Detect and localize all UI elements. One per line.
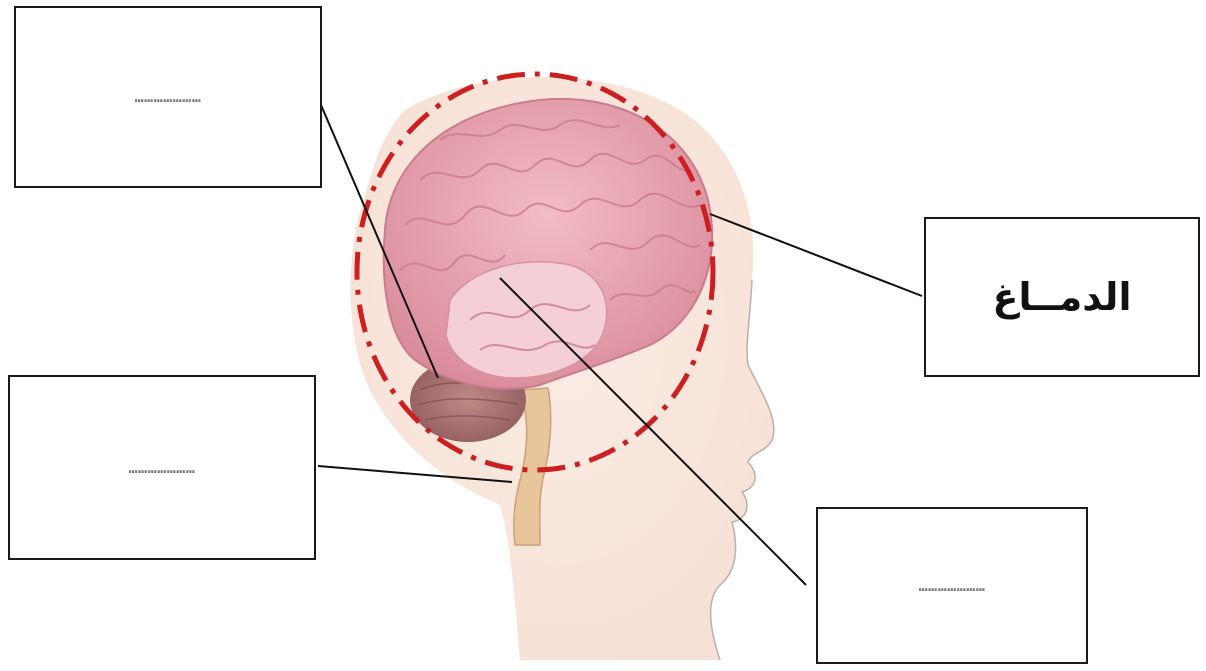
label-box-bottom-left[interactable]: ………………… (8, 375, 316, 560)
label-brain-text: الدمــاغ (993, 275, 1132, 319)
label-blank-top-left: ………………… (135, 88, 202, 106)
label-blank-bottom-left: ………………… (129, 459, 196, 477)
label-box-brain[interactable]: الدمــاغ (924, 217, 1200, 377)
label-blank-bottom-right: ………………… (919, 577, 986, 595)
label-box-top-left[interactable]: ………………… (14, 6, 322, 188)
label-box-bottom-right[interactable]: ………………… (816, 507, 1088, 664)
